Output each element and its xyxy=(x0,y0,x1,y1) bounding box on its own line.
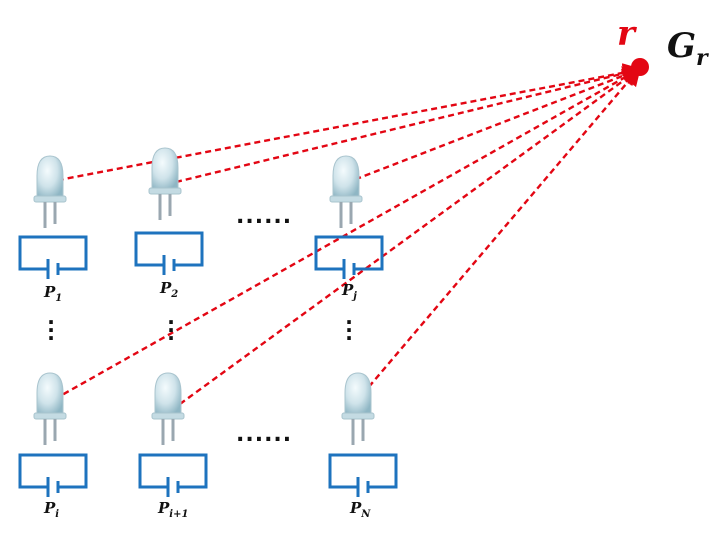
row-ellipsis-top: ...... xyxy=(236,204,293,229)
receiver-point xyxy=(631,58,649,76)
circuit-pj xyxy=(314,235,384,279)
led-p1 xyxy=(33,155,67,228)
led-p2 xyxy=(148,147,182,220)
column-ellipsis-1: ··· xyxy=(47,310,55,350)
column-ellipsis-3: ··· xyxy=(345,310,353,350)
circuit-group xyxy=(18,231,398,497)
led-group xyxy=(33,147,375,445)
source-label-pi: Pi xyxy=(44,499,60,520)
circuit-pi xyxy=(18,453,88,497)
row-ellipsis-bottom: ...... xyxy=(236,422,293,447)
source-label-p2: P2 xyxy=(160,279,179,300)
source-label-pi1: Pi+1 xyxy=(158,499,189,520)
circuit-p2 xyxy=(134,231,204,275)
circuit-p1 xyxy=(18,235,88,279)
ray-pi1 xyxy=(179,67,642,405)
led-pi xyxy=(33,372,67,445)
led-pi1 xyxy=(151,372,185,445)
ray-group xyxy=(45,63,643,406)
circuit-pi1 xyxy=(138,453,208,497)
source-label-pj: Pj xyxy=(342,281,357,302)
led-pn xyxy=(341,372,375,445)
column-ellipsis-2: ··· xyxy=(167,310,175,350)
ray-pj xyxy=(345,66,643,185)
source-label-pn: PN xyxy=(350,499,371,520)
gain-label: Gr xyxy=(667,26,708,71)
circuit-pn xyxy=(328,453,398,497)
ray-p1 xyxy=(47,63,643,184)
receiver-label: r xyxy=(617,14,635,54)
source-label-p1: P1 xyxy=(44,283,63,304)
ray-pn xyxy=(355,66,642,403)
led-pj xyxy=(329,155,363,228)
ray-pi xyxy=(45,67,643,406)
ray-p2 xyxy=(175,64,643,184)
